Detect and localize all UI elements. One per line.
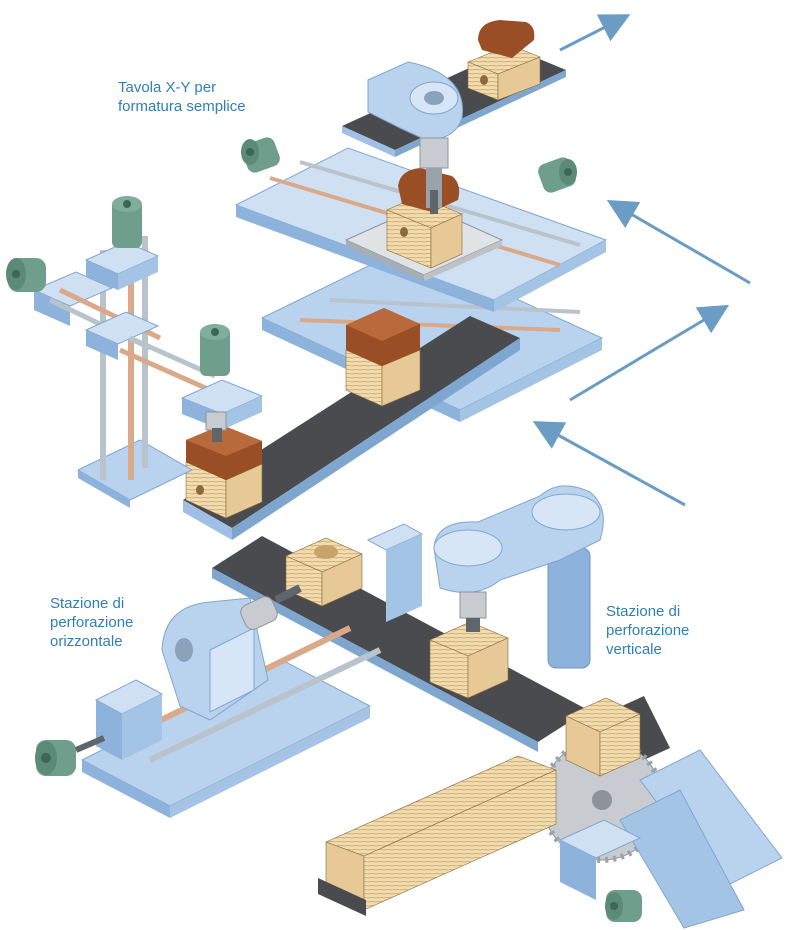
workpiece-block: [185, 425, 263, 519]
vertical-station-label: Stazione di perforazione verticale: [606, 603, 690, 658]
motor-icon: [35, 740, 76, 776]
motor-icon: [605, 890, 642, 922]
flow-arrows: [532, 14, 751, 507]
flow-arrow-icon: [606, 199, 751, 285]
workpiece-block: [429, 621, 509, 699]
workpiece-block: [345, 308, 421, 407]
flow-arrow-icon: [532, 421, 686, 507]
flow-arrow-icon: [559, 14, 631, 52]
motor-icon: [6, 258, 46, 292]
xy-table: [234, 61, 608, 422]
finished-block: [467, 20, 541, 101]
lower-conveyor: [212, 536, 588, 752]
vertical-drill-station: [433, 485, 604, 669]
spindle-head: [367, 61, 464, 214]
drill-tower: [6, 196, 264, 508]
flow-arrow-icon: [569, 304, 730, 402]
wood-log: [318, 755, 557, 916]
horizontal-drill-station: [35, 523, 424, 818]
motor-icon: [241, 137, 280, 173]
drilled-block: [285, 537, 363, 607]
motor-icon: [538, 157, 577, 193]
xy-table-label: Tavola X-Y per formatura semplice: [118, 79, 246, 115]
horizontal-station-label: Stazione di perforazione orizzontale: [50, 595, 134, 650]
saw-station: [318, 696, 783, 929]
main-conveyor: [183, 308, 520, 540]
